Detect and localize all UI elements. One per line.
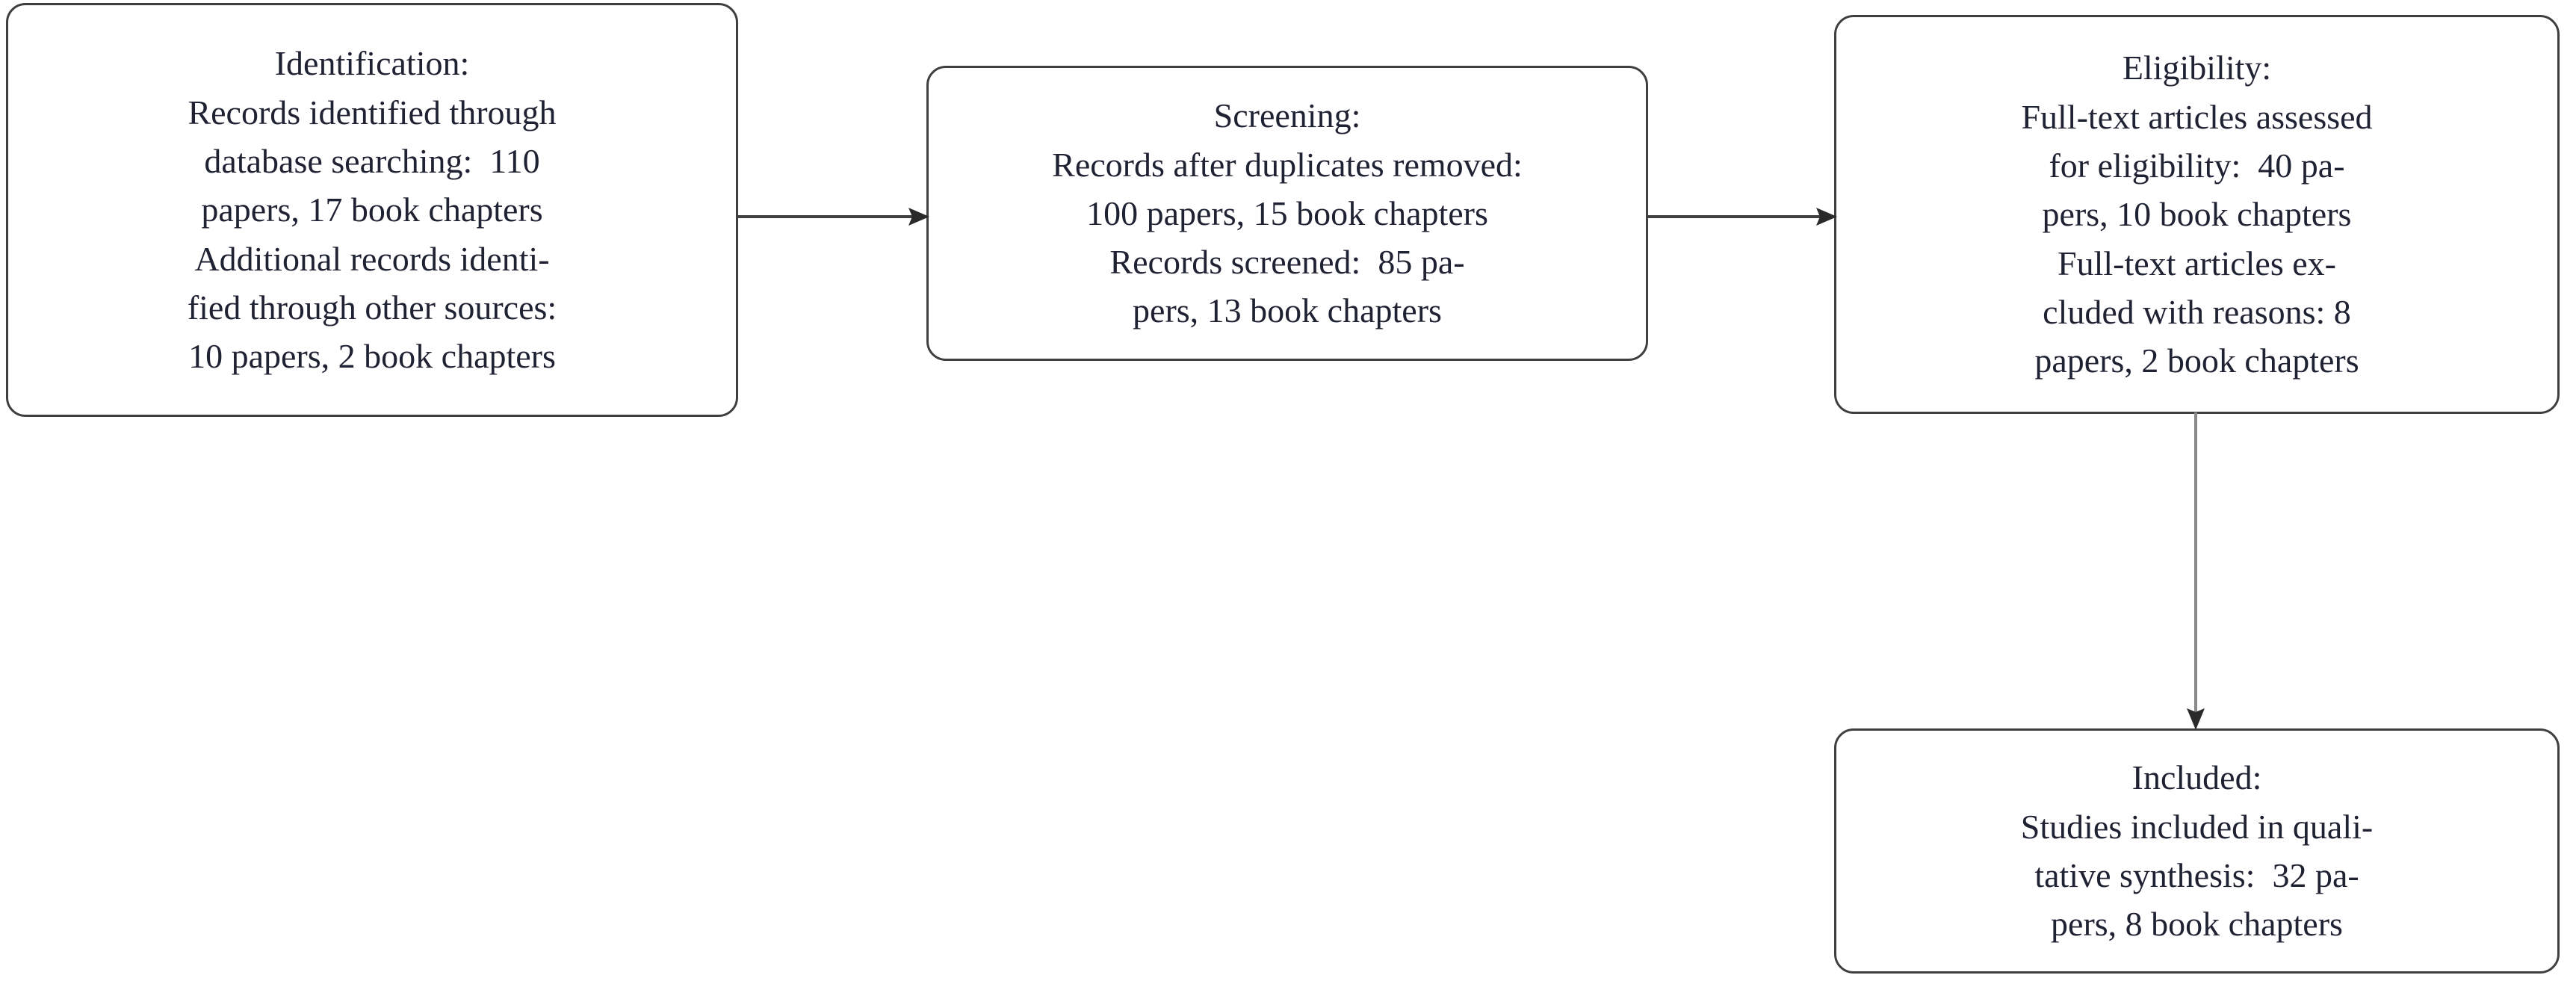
identification-line-6: fied through other sources: xyxy=(187,288,557,327)
eligibility-line-7: papers, 2 book chapters xyxy=(2034,341,2359,380)
screening-line-4: Records screened: 85 pa- xyxy=(1109,243,1465,282)
identification-line-1: Identification: xyxy=(274,44,470,83)
arrow-eligibility-to-included-icon xyxy=(2181,412,2211,730)
eligibility-line-3: for eligibility: 40 pa- xyxy=(2049,146,2345,185)
flow-box-eligibility: Eligibility: Full-text articles assessed… xyxy=(1834,15,2560,414)
arrow-identification-to-screening-icon xyxy=(737,202,929,232)
included-line-2: Studies included in quali- xyxy=(2020,807,2374,846)
screening-line-2: Records after duplicates removed: xyxy=(1052,145,1523,184)
eligibility-line-6: cluded with reasons: 8 xyxy=(2043,292,2351,331)
screening-line-5: pers, 13 book chapters xyxy=(1133,291,1442,330)
arrow-screening-to-eligibility-icon xyxy=(1646,202,1837,232)
included-line-4: pers, 8 book chapters xyxy=(2051,905,2343,944)
screening-line-1: Screening: xyxy=(1213,96,1361,135)
identification-line-4: papers, 17 book chapters xyxy=(201,191,543,229)
eligibility-line-5: Full-text articles ex- xyxy=(2058,244,2336,282)
identification-line-2: Records identified through xyxy=(188,93,557,131)
flow-box-screening: Screening: Records after duplicates remo… xyxy=(926,66,1648,361)
identification-line-3: database searching: 110 xyxy=(204,142,540,181)
included-line-3: tative synthesis: 32 pa- xyxy=(2034,856,2359,894)
screening-line-3: 100 papers, 15 book chapters xyxy=(1086,194,1488,232)
eligibility-line-2: Full-text articles assessed xyxy=(2021,97,2373,136)
eligibility-line-4: pers, 10 book chapters xyxy=(2042,195,2352,234)
eligibility-line-1: Eligibility: xyxy=(2122,49,2272,87)
flow-box-included: Included: Studies included in quali- tat… xyxy=(1834,728,2560,974)
included-line-1: Included: xyxy=(2131,758,2262,797)
identification-line-7: 10 papers, 2 book chapters xyxy=(188,337,556,376)
flow-box-identification: Identification: Records identified throu… xyxy=(6,3,738,417)
identification-line-5: Additional records identi- xyxy=(194,239,550,278)
